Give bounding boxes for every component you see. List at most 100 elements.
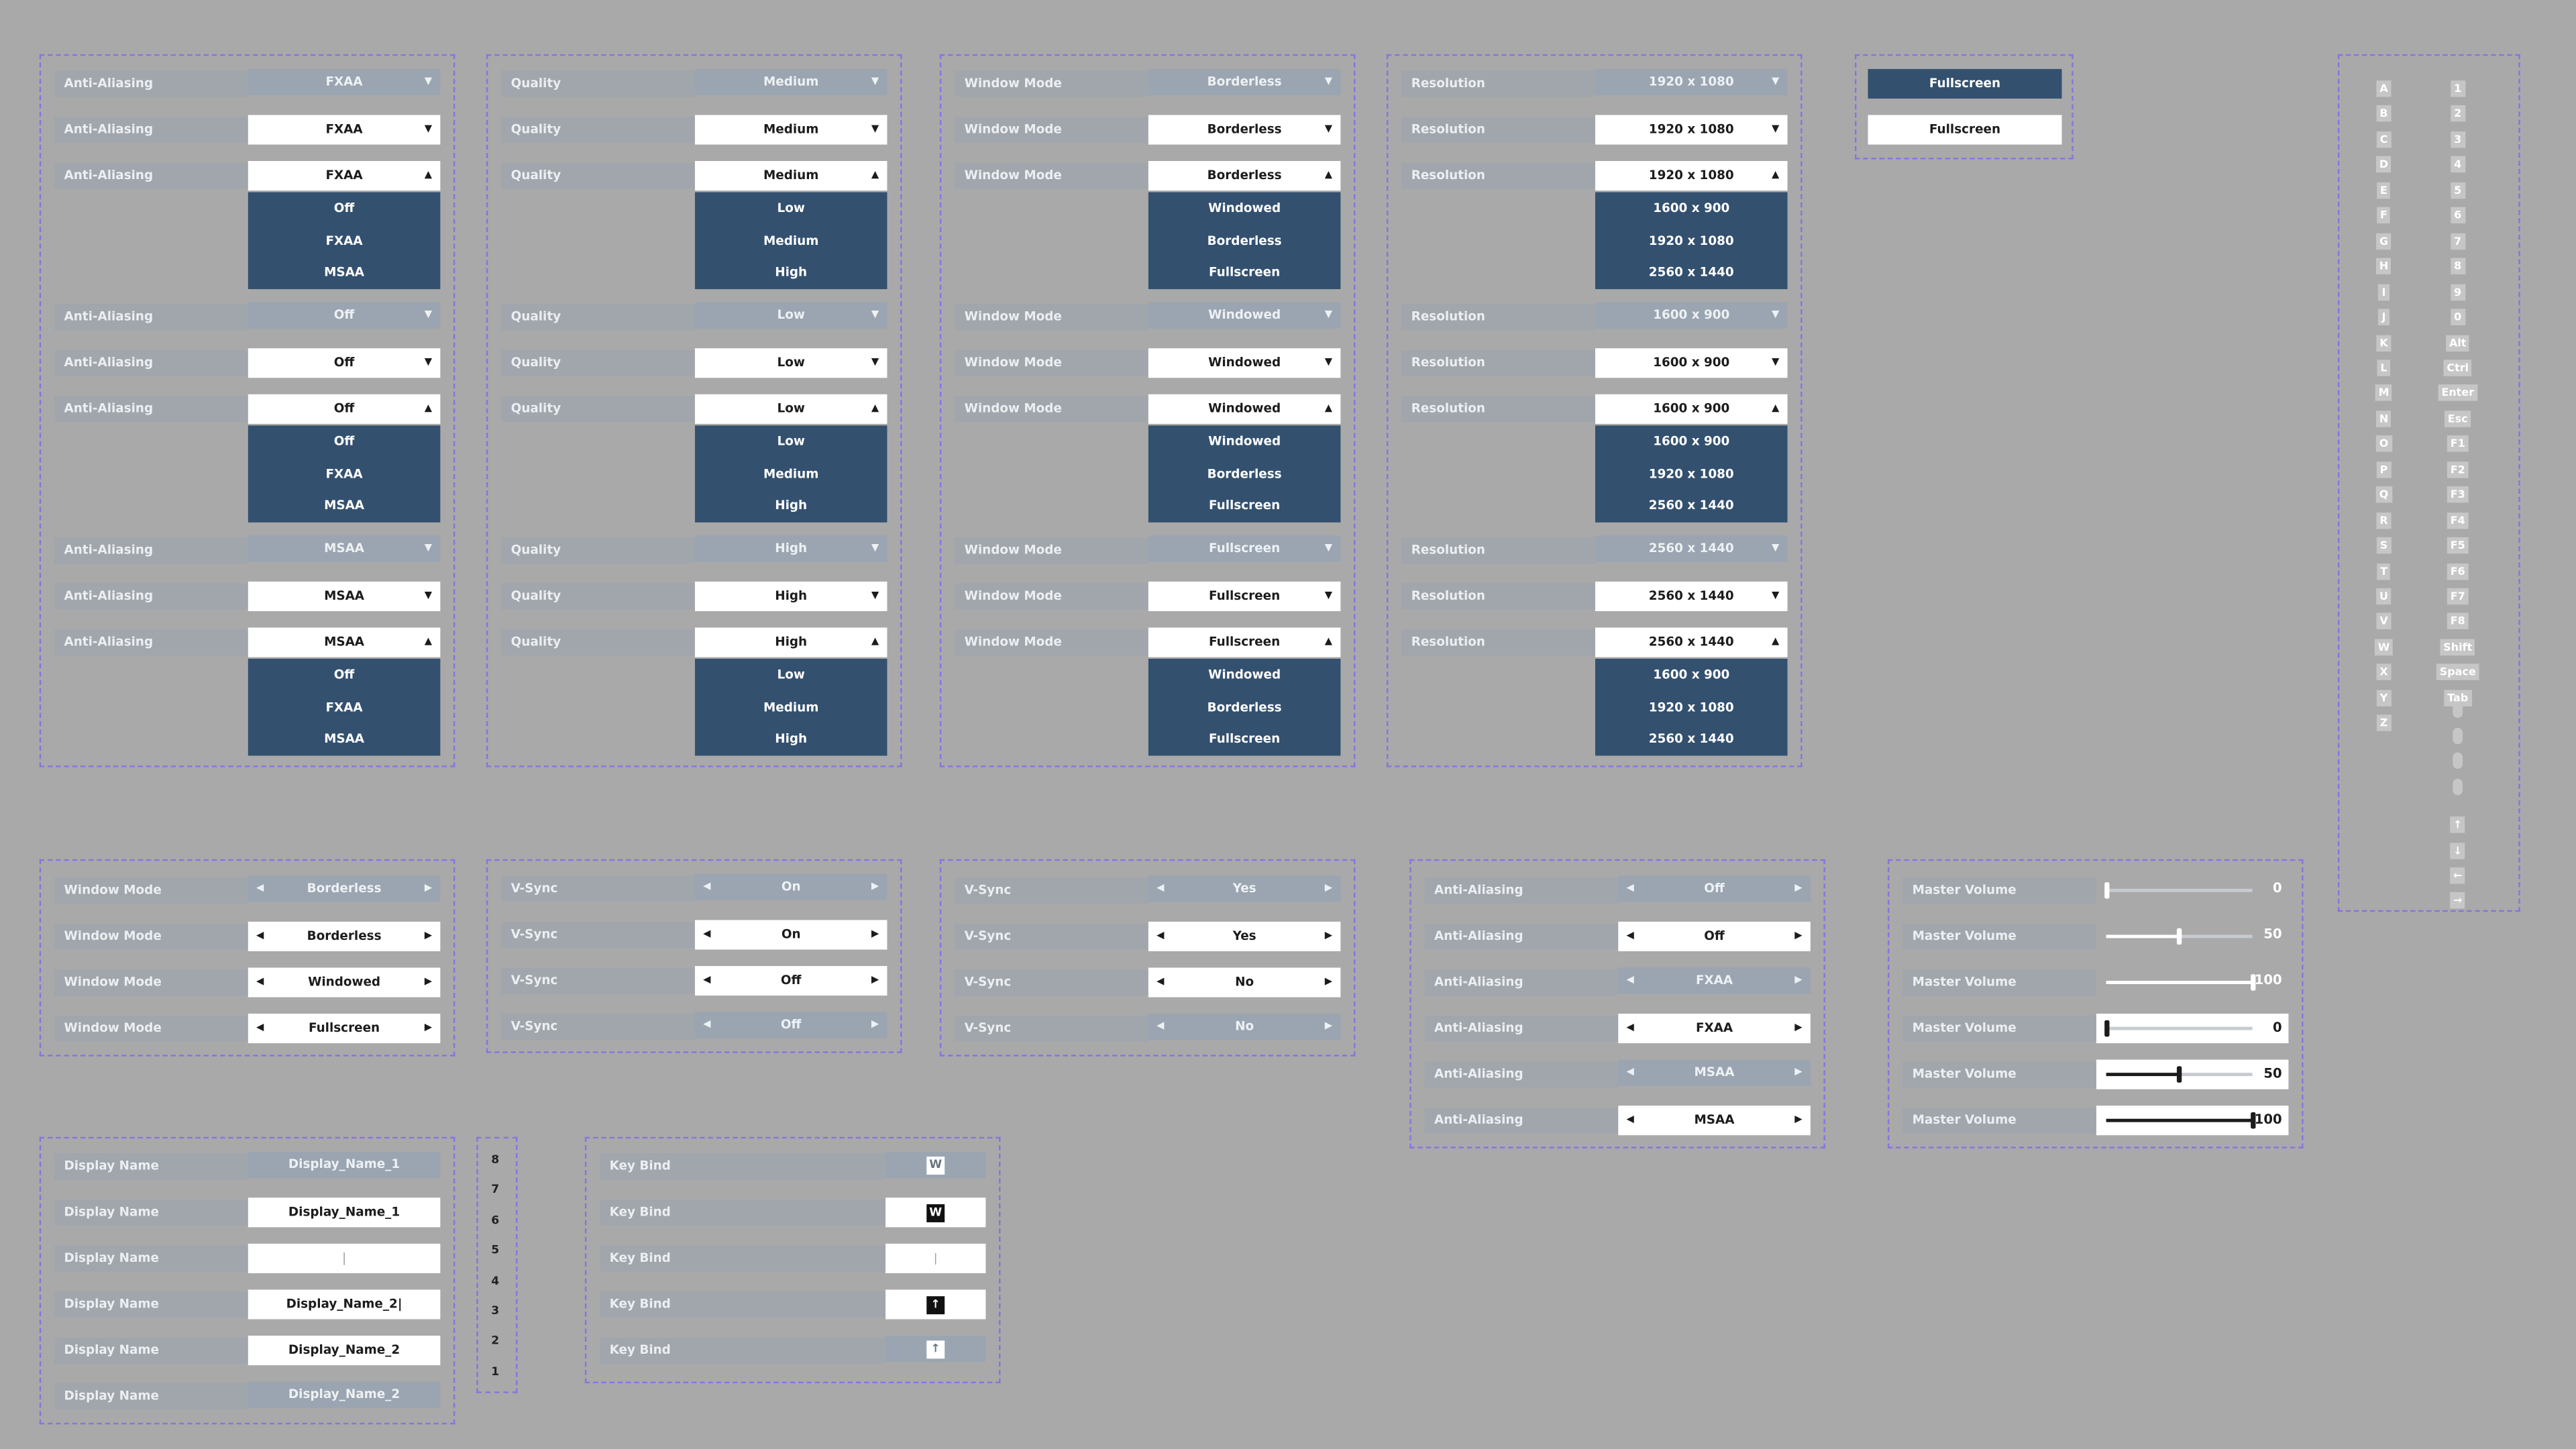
anti-aliasing-option[interactable]: Off: [333, 200, 355, 215]
quality-dropdown[interactable]: Low▼: [694, 348, 888, 378]
anti-aliasing-dropdown[interactable]: MSAA▲: [248, 627, 441, 657]
display-name-input[interactable]: Display_Name_1: [248, 1197, 441, 1228]
quality-dropdown[interactable]: High▼: [694, 581, 888, 612]
master-volume-slider[interactable]: 100: [2096, 1106, 2289, 1136]
arrow-right-icon[interactable]: ▶: [1324, 975, 1333, 987]
v-sync-stepper[interactable]: On◀▶: [694, 873, 888, 901]
display-name-input[interactable]: Display_Name_2: [248, 1336, 441, 1366]
master-volume-slider[interactable]: 0: [2096, 1014, 2289, 1044]
resolution-dropdown[interactable]: 2560 x 1440▲: [1595, 627, 1788, 657]
quality-option[interactable]: Low: [777, 200, 805, 215]
arrow-left-icon[interactable]: ◀: [703, 928, 711, 940]
arrow-right-icon[interactable]: ▶: [1794, 1022, 1803, 1034]
window-mode-dropdown[interactable]: Borderless▼: [1148, 68, 1341, 96]
arrow-left-icon[interactable]: ◀: [703, 974, 711, 986]
quality-dropdown[interactable]: Medium▲: [694, 161, 888, 191]
anti-aliasing-dropdown[interactable]: FXAA▼: [248, 68, 441, 96]
key-bind-field[interactable]: W: [885, 1197, 986, 1228]
resolution-option[interactable]: 2560 x 1440: [1648, 264, 1734, 280]
quality-option[interactable]: Medium: [763, 232, 819, 248]
key-bind-field[interactable]: ↑: [885, 1336, 986, 1362]
arrow-right-icon[interactable]: ▶: [1794, 974, 1803, 986]
quality-dropdown[interactable]: Low▲: [694, 394, 888, 424]
arrow-right-icon[interactable]: ▶: [424, 930, 433, 942]
quality-option[interactable]: High: [775, 731, 808, 746]
anti-aliasing-dropdown[interactable]: FXAA▼: [248, 115, 441, 145]
arrow-right-icon[interactable]: ▶: [1324, 1020, 1333, 1032]
anti-aliasing-option[interactable]: FXAA: [325, 466, 363, 481]
anti-aliasing-option[interactable]: FXAA: [325, 699, 363, 714]
quality-dropdown[interactable]: High▲: [694, 627, 888, 657]
anti-aliasing-stepper[interactable]: Off◀▶: [1618, 875, 1811, 902]
window-mode-dropdown[interactable]: Borderless▲: [1148, 161, 1341, 191]
anti-aliasing-stepper[interactable]: MSAA◀▶: [1618, 1059, 1811, 1086]
v-sync-stepper[interactable]: On◀▶: [694, 920, 888, 950]
arrow-right-icon[interactable]: ▶: [871, 974, 879, 986]
resolution-option[interactable]: 2560 x 1440: [1648, 498, 1734, 513]
v-sync-stepper[interactable]: Yes◀▶: [1148, 921, 1341, 951]
resolution-dropdown[interactable]: 1920 x 1080▼: [1595, 115, 1788, 145]
v-sync-stepper[interactable]: No◀▶: [1148, 967, 1341, 998]
slider-thumb[interactable]: [2176, 928, 2182, 945]
anti-aliasing-option[interactable]: MSAA: [324, 731, 365, 746]
window-mode-dropdown[interactable]: Fullscreen▼: [1148, 535, 1341, 562]
anti-aliasing-stepper[interactable]: MSAA◀▶: [1618, 1106, 1811, 1136]
slider-thumb[interactable]: [2103, 882, 2109, 899]
resolution-option[interactable]: 1600 x 900: [1653, 200, 1730, 215]
arrow-left-icon[interactable]: ◀: [256, 975, 264, 987]
resolution-option[interactable]: 1920 x 1080: [1648, 466, 1734, 481]
key-bind-field[interactable]: W: [885, 1151, 986, 1178]
resolution-dropdown[interactable]: 2560 x 1440▼: [1595, 535, 1788, 562]
resolution-option[interactable]: 1920 x 1080: [1648, 699, 1734, 714]
arrow-right-icon[interactable]: ▶: [1794, 930, 1803, 942]
resolution-dropdown[interactable]: 1600 x 900▲: [1595, 394, 1788, 424]
arrow-right-icon[interactable]: ▶: [424, 1022, 433, 1034]
v-sync-stepper[interactable]: Off◀▶: [694, 1012, 888, 1038]
arrow-right-icon[interactable]: ▶: [871, 928, 879, 940]
v-sync-stepper[interactable]: Yes◀▶: [1148, 875, 1341, 902]
resolution-dropdown[interactable]: 1920 x 1080▲: [1595, 161, 1788, 191]
anti-aliasing-stepper[interactable]: FXAA◀▶: [1618, 1014, 1811, 1044]
resolution-dropdown[interactable]: 2560 x 1440▼: [1595, 581, 1788, 612]
anti-aliasing-stepper[interactable]: Off◀▶: [1618, 921, 1811, 951]
master-volume-slider[interactable]: 100: [2096, 967, 2289, 994]
slider-thumb[interactable]: [2103, 1020, 2109, 1037]
arrow-left-icon[interactable]: ◀: [256, 1022, 264, 1034]
resolution-option[interactable]: 1600 x 900: [1653, 667, 1730, 682]
window-mode-option[interactable]: Windowed: [1208, 667, 1281, 682]
quality-dropdown[interactable]: Medium▼: [694, 68, 888, 96]
quality-option[interactable]: Medium: [763, 466, 819, 481]
quality-option[interactable]: Low: [777, 433, 805, 449]
arrow-left-icon[interactable]: ◀: [1626, 930, 1634, 942]
window-mode-stepper[interactable]: Borderless◀▶: [248, 875, 441, 902]
resolution-option[interactable]: 1920 x 1080: [1648, 232, 1734, 248]
resolution-dropdown[interactable]: 1600 x 900▼: [1595, 348, 1788, 378]
window-mode-dropdown[interactable]: Windowed▲: [1148, 394, 1341, 424]
window-mode-stepper[interactable]: Fullscreen◀▶: [248, 1014, 441, 1044]
anti-aliasing-dropdown[interactable]: FXAA▲: [248, 161, 441, 191]
anti-aliasing-dropdown[interactable]: MSAA▼: [248, 535, 441, 562]
arrow-left-icon[interactable]: ◀: [1157, 882, 1165, 894]
fullscreen-button[interactable]: Fullscreen: [1868, 115, 2062, 145]
quality-option[interactable]: Low: [777, 667, 805, 682]
arrow-left-icon[interactable]: ◀: [1157, 975, 1165, 987]
window-mode-dropdown[interactable]: Windowed▼: [1148, 348, 1341, 378]
quality-dropdown[interactable]: High▼: [694, 535, 888, 562]
quality-option[interactable]: High: [775, 498, 808, 513]
window-mode-option[interactable]: Fullscreen: [1209, 731, 1281, 746]
key-bind-field[interactable]: |: [885, 1243, 986, 1273]
arrow-right-icon[interactable]: ▶: [1794, 882, 1803, 894]
fullscreen-button-selected[interactable]: Fullscreen: [1868, 68, 2062, 99]
display-name-input[interactable]: |: [248, 1243, 441, 1273]
anti-aliasing-option[interactable]: MSAA: [324, 264, 365, 280]
window-mode-option[interactable]: Fullscreen: [1209, 264, 1281, 280]
slider-thumb[interactable]: [2249, 974, 2255, 991]
anti-aliasing-stepper[interactable]: FXAA◀▶: [1618, 967, 1811, 994]
master-volume-slider[interactable]: 50: [2096, 1059, 2289, 1089]
display-name-input[interactable]: Display_Name_2: [248, 1381, 441, 1408]
arrow-right-icon[interactable]: ▶: [871, 1018, 879, 1030]
arrow-right-icon[interactable]: ▶: [871, 880, 879, 892]
arrow-left-icon[interactable]: ◀: [1626, 882, 1634, 894]
arrow-right-icon[interactable]: ▶: [424, 975, 433, 987]
anti-aliasing-option[interactable]: Off: [333, 433, 355, 449]
